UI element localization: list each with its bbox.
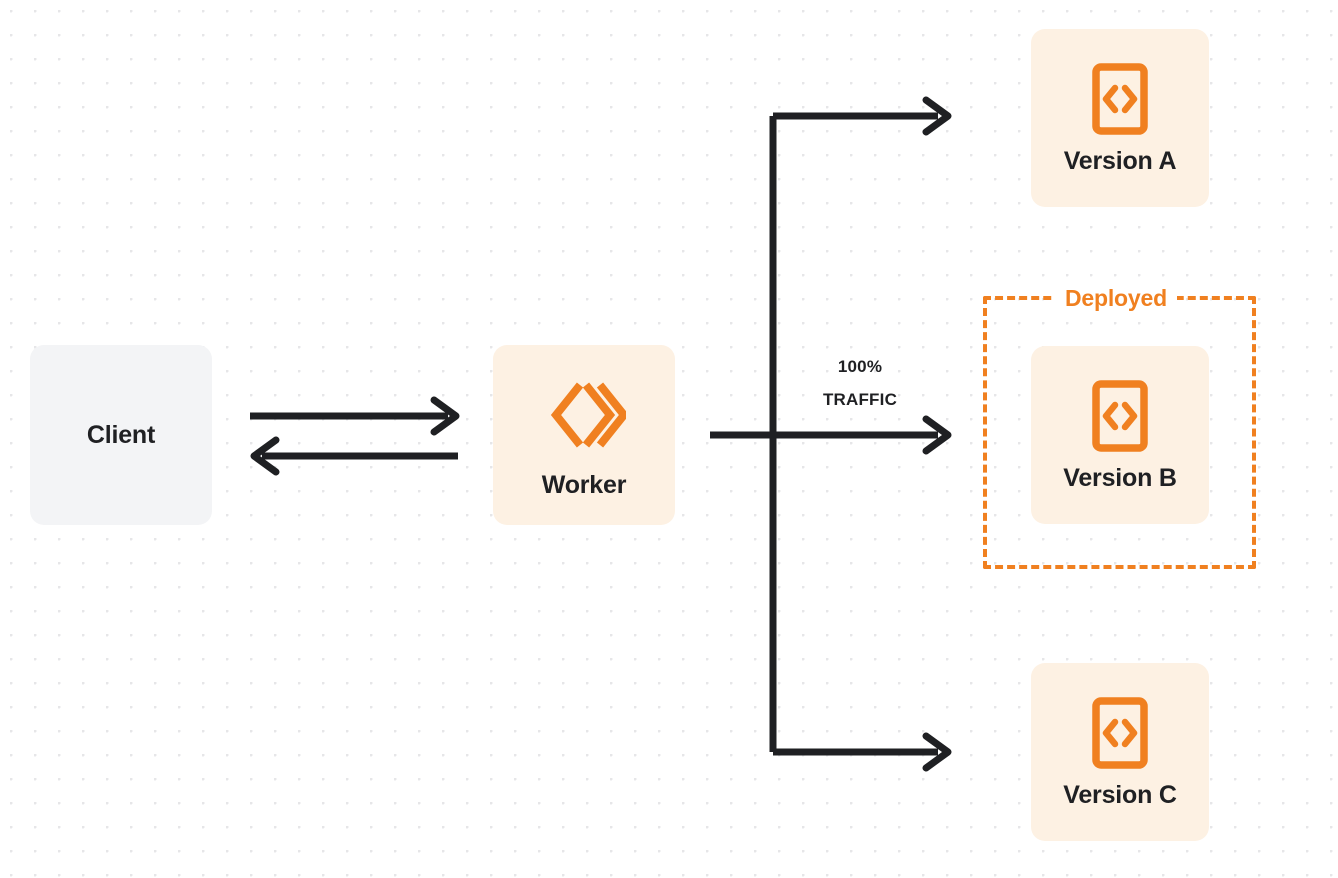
code-document-icon <box>1092 696 1148 769</box>
node-worker-label: Worker <box>541 470 627 499</box>
node-version-b[interactable]: Version B <box>1031 346 1209 524</box>
arrow-worker-to-version-c <box>773 732 952 772</box>
code-document-icon <box>1092 379 1148 452</box>
cloudflare-workers-icon <box>542 373 630 457</box>
deployed-badge: Deployed <box>1055 285 1177 312</box>
traffic-share-label: 100% TRAFFIC <box>790 350 930 416</box>
node-version-c[interactable]: Version C <box>1031 663 1209 841</box>
node-client-label: Client <box>86 420 156 449</box>
node-version-a-label: Version A <box>1063 146 1177 175</box>
arrow-worker-to-version-a <box>773 96 952 136</box>
node-worker[interactable]: Worker <box>493 345 675 525</box>
traffic-percent-value: 100% <box>837 357 883 376</box>
code-document-icon <box>1092 62 1148 135</box>
arrow-client-to-worker <box>250 396 460 436</box>
arrow-worker-to-version-b <box>773 415 952 455</box>
node-version-c-label: Version C <box>1063 780 1177 809</box>
arrow-worker-to-client <box>250 436 458 476</box>
traffic-word-value: TRAFFIC <box>822 390 898 410</box>
node-version-a[interactable]: Version A <box>1031 29 1209 207</box>
node-client[interactable]: Client <box>30 345 212 525</box>
node-version-b-label: Version B <box>1063 463 1177 492</box>
